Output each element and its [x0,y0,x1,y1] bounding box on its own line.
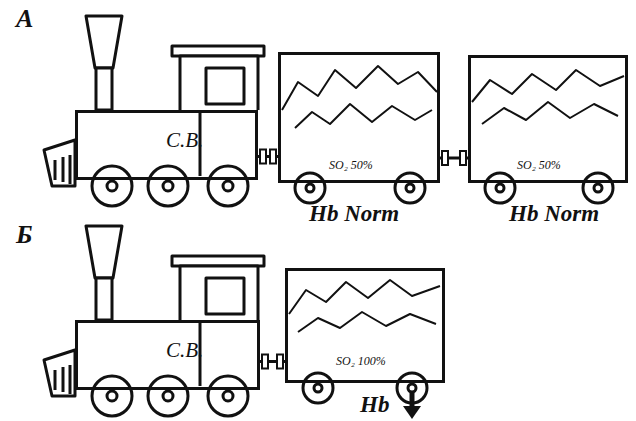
cowcatcher-slat [54,370,57,390]
node-label: С.В. [166,339,203,362]
wagon-wheels [295,173,613,403]
wheel [485,173,515,203]
wheel [583,173,613,203]
cowcatcher [44,350,75,396]
coal-load [282,66,624,332]
cowcatcher-slat [62,157,65,182]
coupling [440,151,468,165]
cab [180,56,258,110]
wheel-hub [163,181,173,191]
hemoglobin-label: Hb Norm [509,201,599,226]
decrease-arrow [403,393,421,419]
arrow-head [403,406,421,419]
wheel-hub [408,384,416,392]
wheel [295,173,325,203]
wheel-hub [406,184,414,192]
node-label: С.В. [166,129,203,152]
cab [180,266,258,320]
wheel [303,373,333,403]
wheel [208,166,248,206]
wheel-hub [223,391,233,401]
panel-letter: А [16,6,33,32]
coal-lumps [295,104,432,128]
wheel-hub [496,184,504,192]
wheel-hub [107,391,117,401]
buffer [277,355,283,369]
cowcatcher [44,140,75,186]
wheel-hub [163,391,173,401]
coupling [258,150,278,164]
wheel-hub [306,184,314,192]
wheel-hub [107,181,117,191]
wheel [148,166,188,206]
wheel-hub [594,184,602,192]
buffer [270,150,276,164]
cowcatcher-slat [69,155,72,184]
locomotive-a [44,16,264,206]
wheel [92,376,132,416]
wagon-box: SO₂ 50%Hb Norm [278,52,440,183]
node-label: SO₂ 100% [336,355,386,368]
cab-window [206,68,244,104]
buffer [460,151,466,165]
locomotive-body: С.В. [75,110,258,180]
buffer [262,355,268,369]
wheel [148,376,188,416]
locomotive-body: С.В. [75,320,260,390]
buffer [260,150,266,164]
wheel-hub [223,181,233,191]
chimney-pipe [96,68,112,110]
panel-letter: Б [16,222,33,248]
buffer [442,151,448,165]
coal-lumps [298,312,436,332]
node-label: SO₂ 50% [517,159,561,172]
wagon-box: SO₂ 100%Hb [285,268,445,383]
coal-lumps [282,66,437,110]
coal-lumps [482,102,618,124]
coal-lumps [289,280,440,314]
cab-window [206,278,244,314]
cowcatcher-slat [54,160,57,180]
coupling [260,355,285,369]
hemoglobin-label: Hb Norm [309,201,399,226]
chimney [86,16,122,68]
cowcatcher-slat [69,365,72,394]
wheel [92,166,132,206]
chimney-pipe [96,278,112,320]
node-label: SO₂ 50% [329,159,373,172]
chimney [86,226,122,278]
cowcatcher-slat [62,367,65,392]
wheel [208,376,248,416]
wheel-hub [314,384,322,392]
hemoglobin-label: Hb [360,392,389,417]
locomotive-b [44,226,264,416]
wagon-box: SO₂ 50%Hb Norm [468,55,628,183]
coal-lumps [472,70,624,102]
wheel [395,173,425,203]
